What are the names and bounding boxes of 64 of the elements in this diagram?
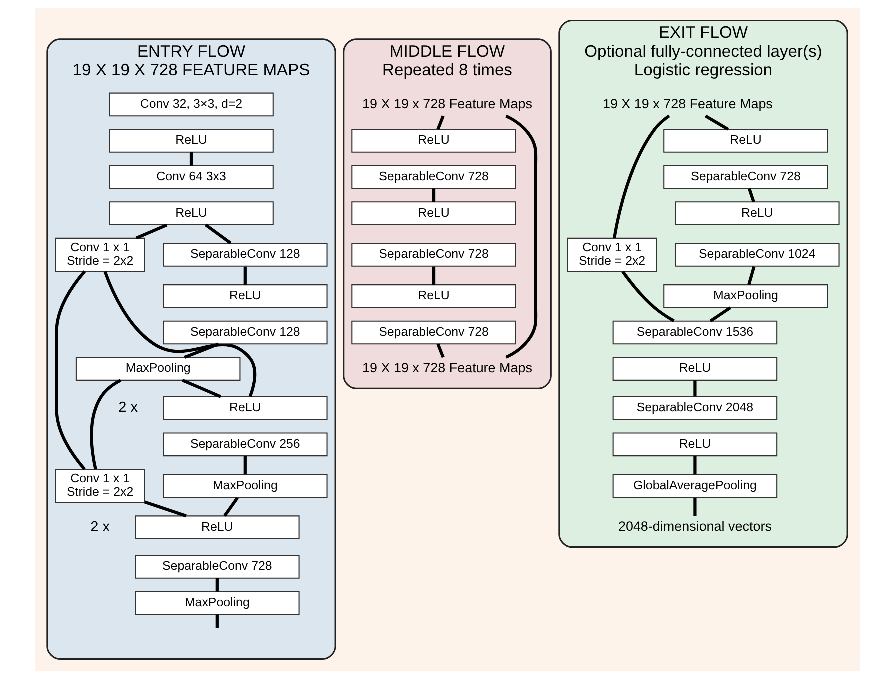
connector [104, 271, 257, 398]
node-box: MaxPooling [163, 474, 328, 498]
node-text: 19 X 19 x 728 Feature Maps [362, 96, 532, 112]
connector [694, 498, 697, 516]
connector [694, 456, 697, 475]
connector [224, 497, 240, 517]
connector [244, 456, 247, 475]
connector [612, 114, 670, 239]
node-label: 2 x [118, 400, 138, 416]
node-box: ReLU [109, 202, 274, 226]
connector [55, 270, 86, 470]
node-box: SeparableConv 2048 [612, 396, 778, 420]
node-box: SeparableConv 256 [163, 432, 328, 457]
node-box: ReLU [109, 129, 274, 153]
node-box: Conv 1 x 1 Stride = 2x2 [55, 469, 146, 504]
connector [216, 578, 219, 592]
connector [436, 116, 445, 130]
connector [205, 224, 232, 245]
node-box: ReLU [135, 516, 300, 540]
node-box: ReLU [352, 202, 516, 226]
connector [184, 342, 220, 360]
connector [432, 188, 436, 202]
node-box: ReLU [612, 432, 778, 457]
node-box: SeparableConv 1024 [675, 243, 840, 267]
connector [244, 266, 247, 285]
node-box: ReLU [163, 284, 328, 308]
connector [704, 114, 730, 131]
connector [748, 266, 756, 286]
node-box: ReLU [664, 129, 828, 153]
node-label: 2 x [90, 519, 110, 536]
node-box: Conv 32, 3×3, d=2 [109, 92, 274, 117]
connector [216, 614, 219, 628]
connector [710, 306, 732, 323]
node-box: Conv 1 x 1 Stride = 2x2 [567, 238, 658, 272]
node-box: SeparableConv 1536 [612, 320, 778, 345]
node-box: SeparableConv 728 [352, 320, 516, 345]
connector [436, 344, 445, 358]
node-text: 19 X 19 x 728 Feature Maps [602, 96, 773, 112]
node-box: ReLU [163, 396, 328, 420]
connector [182, 379, 222, 398]
node-box: MaxPooling [76, 357, 241, 381]
node-box: MaxPooling [135, 591, 300, 616]
node-box: SeparableConv 728 [135, 555, 300, 579]
node-text: 2048-dimensional vectors [618, 519, 772, 534]
node-box: Conv 64 3x3 [109, 165, 274, 190]
connector [694, 380, 697, 397]
node-box: SeparableConv 128 [163, 243, 328, 267]
node-box: Conv 1 x 1 Stride = 2x2 [55, 238, 146, 272]
connector [432, 266, 436, 285]
connector [506, 114, 538, 359]
node-box: GlobalAveragePooling [612, 474, 778, 498]
node-box: SeparableConv 728 [664, 165, 828, 190]
node-box: ReLU [612, 357, 778, 381]
node-box: MaxPooling [664, 284, 828, 308]
connector [190, 152, 194, 166]
node-text: 19 X 19 x 728 Feature Maps [362, 360, 532, 376]
node-box: SeparableConv 728 [352, 165, 516, 190]
connector [748, 188, 756, 203]
connector [90, 379, 122, 470]
node-box: SeparableConv 728 [352, 243, 516, 267]
node-box: SeparableConv 128 [163, 320, 328, 345]
node-box: ReLU [352, 284, 516, 308]
node-box: ReLU [675, 202, 840, 226]
node-box: ReLU [352, 129, 516, 153]
